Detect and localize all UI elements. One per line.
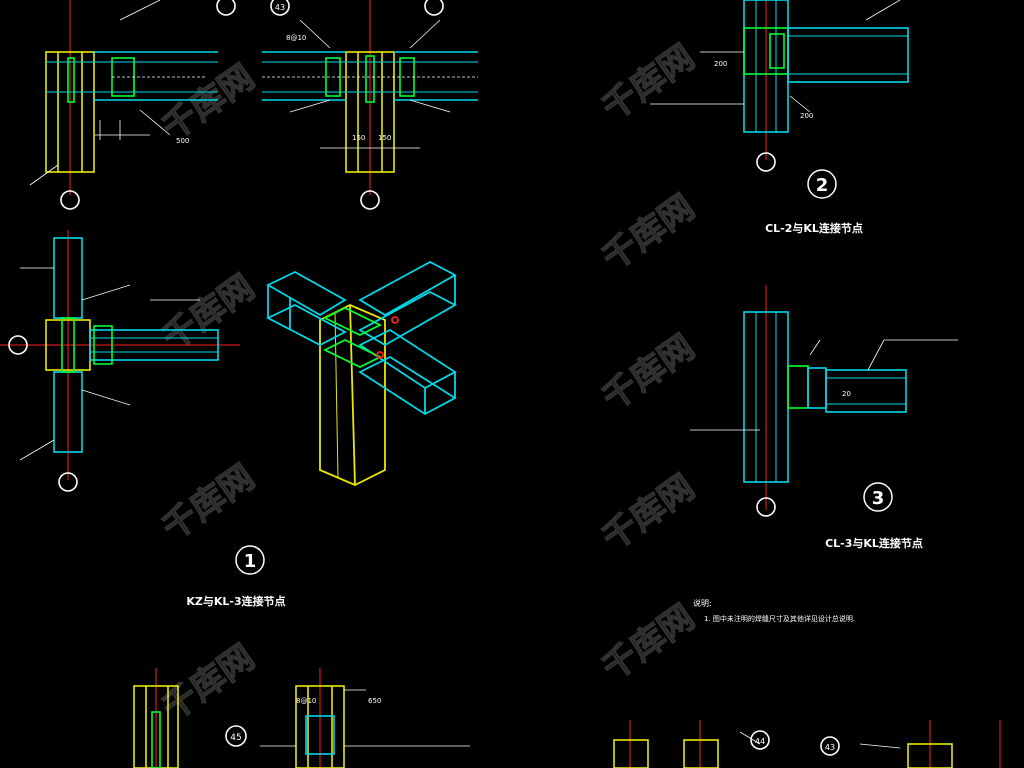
section-mark: 43: [825, 743, 835, 752]
dimension-label: 500: [176, 137, 189, 145]
dimension-label: 200: [800, 112, 813, 120]
detail-3-drawing: [690, 285, 958, 517]
notes-item: 1. 图中未注明的焊缝尺寸及其他详见设计总说明.: [704, 614, 855, 623]
watermark-text: 千库网: [155, 637, 261, 728]
dimension-label: 200: [714, 60, 727, 68]
watermark-text: 千库网: [155, 57, 261, 148]
detail-3-callout: 3 CL-3与KL连接节点: [825, 482, 923, 550]
isometric-joint: [265, 260, 457, 486]
watermark-text: 千库网: [595, 187, 701, 278]
detail-number-circle: [807, 169, 837, 199]
plan-view: [0, 230, 240, 492]
detail-number-circle: [863, 482, 893, 512]
dimension-label: 150: [352, 134, 365, 142]
watermark-text: 千库网: [595, 597, 701, 688]
detail-2-callout: 2 CL-2与KL连接节点: [765, 169, 863, 235]
dimension-label: 20: [842, 390, 851, 398]
detail-title: KZ与KL-3连接节点: [186, 594, 285, 608]
bottom-right-details: [613, 720, 1001, 768]
dimension-label: 8@10: [286, 34, 306, 42]
detail-title: CL-3与KL连接节点: [825, 536, 923, 550]
notes-block: 说明: 1. 图中未注明的焊缝尺寸及其他详见设计总说明.: [693, 598, 855, 623]
detail-1-callout: 1 KZ与KL-3连接节点: [186, 545, 286, 608]
bottom-left-details: [133, 668, 470, 768]
detail-number: 2: [816, 175, 829, 196]
section-mark: 44: [755, 737, 765, 746]
section-mark: 45: [230, 733, 241, 743]
section-mark: 43: [275, 3, 285, 12]
watermark-layer: 千库网 千库网 千库网 千库网 千库网 千库网 千库网 千库网 千库网: [155, 37, 703, 729]
watermark-text: 千库网: [155, 457, 261, 548]
detail-number: 1: [244, 551, 257, 572]
detail-2-drawing: [650, 0, 909, 172]
dimension-label: 8@10: [296, 697, 316, 705]
dimension-label: 650: [368, 697, 381, 705]
detail-number: 3: [872, 488, 885, 509]
watermark-text: 千库网: [595, 37, 701, 128]
dimension-label: 150: [378, 134, 391, 142]
detail-title: CL-2与KL连接节点: [765, 221, 863, 235]
elevation-b: [262, 0, 478, 210]
watermark-text: 千库网: [595, 327, 701, 418]
elevation-a: [29, 0, 236, 210]
detail-number-circle: [235, 545, 265, 575]
watermark-text: 千库网: [595, 467, 701, 558]
notes-heading: 说明:: [693, 598, 712, 608]
